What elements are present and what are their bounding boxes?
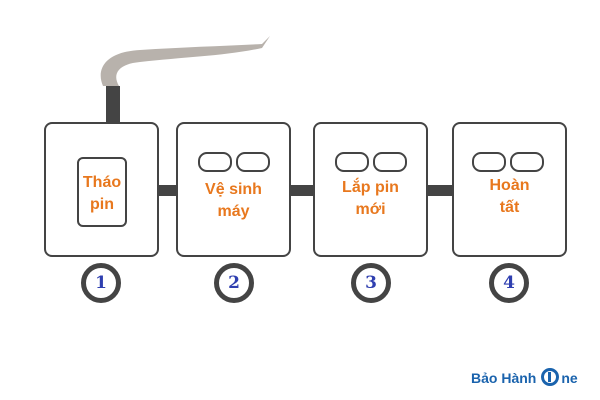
step-4-label: Hoàn tất: [454, 175, 565, 219]
step-2-line1: Vệ sinh: [205, 181, 262, 198]
brand-logo: Bảo Hành ne: [471, 365, 578, 391]
window: [373, 152, 407, 172]
step-1-label: Tháo pin: [79, 172, 125, 216]
step-2-wheel: 2: [214, 263, 254, 303]
step-4-car: Hoàn tất: [452, 122, 567, 257]
step-3-label: Lắp pin mới: [315, 177, 426, 221]
step-3-car: Lắp pin mới: [313, 122, 428, 257]
coupler-3-4: [427, 185, 454, 196]
step-3-line1: Lắp pin: [342, 179, 399, 196]
step-1-line2: pin: [90, 196, 114, 213]
power-one-icon: [541, 368, 560, 386]
door: Tháo pin: [77, 157, 127, 227]
step-2-number: 2: [228, 273, 240, 293]
window: [472, 152, 506, 172]
step-4-number: 4: [503, 273, 515, 293]
step-4-line1: Hoàn: [489, 177, 530, 194]
step-1-car: Tháo pin: [44, 122, 159, 257]
brand-text-before: Bảo Hành: [471, 370, 537, 386]
step-2-line2: máy: [217, 203, 250, 220]
window: [510, 152, 544, 172]
step-2-car: Vệ sinh máy: [176, 122, 291, 257]
step-1-number: 1: [95, 273, 107, 293]
step-3-wheel: 3: [351, 263, 391, 303]
brand-text-after: ne: [561, 370, 578, 386]
window: [236, 152, 270, 172]
step-4-line2: tất: [499, 199, 520, 216]
window: [198, 152, 232, 172]
step-4-wheel: 4: [489, 263, 529, 303]
step-3-number: 3: [365, 273, 377, 293]
step-1-line1: Tháo: [82, 174, 122, 191]
coupler-1-2: [158, 185, 178, 196]
step-1-wheel: 1: [81, 263, 121, 303]
coupler-2-3: [290, 185, 315, 196]
step-2-label: Vệ sinh máy: [178, 179, 289, 223]
chimney: [106, 86, 120, 123]
step-3-line2: mới: [355, 201, 386, 218]
window: [335, 152, 369, 172]
